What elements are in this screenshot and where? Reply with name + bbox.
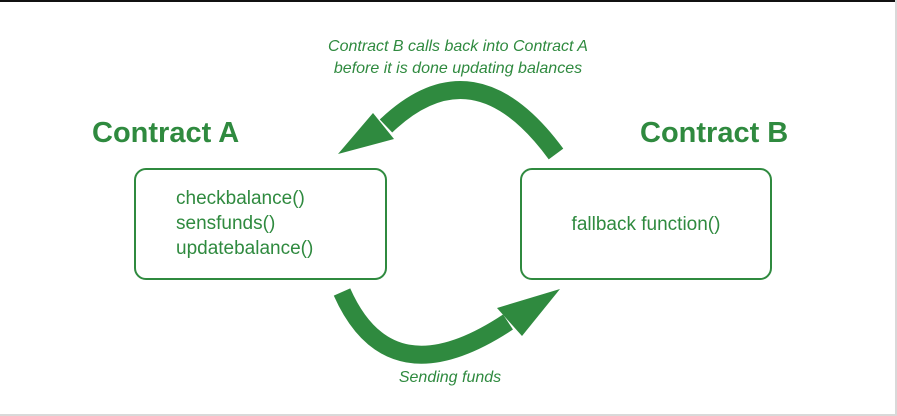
function-fallback: fallback function() bbox=[571, 213, 721, 235]
contract-b-box: fallback function() bbox=[520, 168, 772, 280]
callback-caption-line-1: Contract B calls back into Contract A bbox=[328, 38, 588, 55]
function-updatebalance: updatebalance() bbox=[176, 238, 314, 259]
function-sensfunds: sensfunds() bbox=[176, 213, 276, 234]
callback-caption: Contract B calls back into Contract A be… bbox=[248, 36, 668, 80]
callback-arrowhead bbox=[338, 113, 394, 154]
top-border-line bbox=[0, 0, 897, 2]
contract-b-title: Contract B bbox=[640, 117, 789, 149]
sending-funds-caption: Sending funds bbox=[398, 369, 502, 386]
send-funds-arrow bbox=[333, 288, 513, 364]
function-checkbalance: checkbalance() bbox=[176, 188, 305, 209]
bottom-border-line bbox=[0, 414, 897, 416]
contract-a-box: checkbalance() sensfunds() updatebalance… bbox=[134, 168, 387, 280]
right-border-line bbox=[895, 0, 897, 416]
contract-a-title: Contract A bbox=[92, 117, 240, 149]
callback-arrow bbox=[379, 81, 564, 160]
callback-caption-line-2: before it is done updating balances bbox=[333, 60, 583, 77]
send-funds-arrowhead bbox=[497, 289, 560, 336]
